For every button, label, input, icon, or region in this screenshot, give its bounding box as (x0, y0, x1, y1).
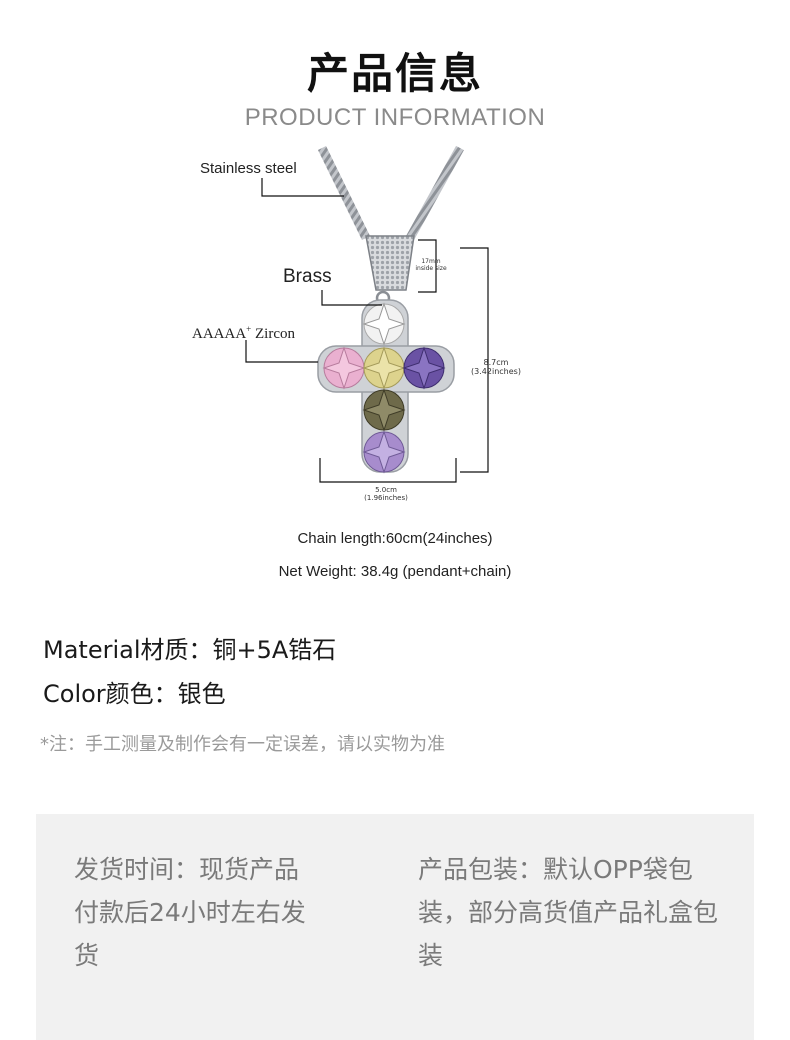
packaging-info: 产品包装：默认OPP袋包装，部分高货值产品礼盒包装 (418, 855, 719, 970)
width-value: 5.0cm (375, 486, 397, 494)
color-spec: Color颜色：银色 (43, 680, 226, 708)
zircon-stones (322, 302, 446, 474)
label-brass: Brass (283, 266, 332, 287)
height-inches: (3.42inches) (471, 367, 521, 376)
cross-pendant-illustration (245, 145, 489, 483)
label-zircon: AAAAA+ Zircon (192, 324, 295, 343)
height-label: 8.7cm (3.42inches) (466, 358, 526, 376)
net-weight: Net Weight: 38.4g (pendant+chain) (278, 563, 512, 580)
width-inches: (1.96inches) (364, 494, 408, 502)
bail-bracket (418, 239, 437, 293)
width-label: 5.0cm (1.96inches) (358, 486, 414, 502)
height-bracket (460, 247, 489, 473)
material-spec: Material材质：铜+5A锆石 (43, 636, 337, 664)
bail-size-value: 17mm (421, 258, 441, 265)
shipping-panel: 发货时间：现货产品付款后24小时左右发货 产品包装：默认OPP袋包装，部分高货值… (36, 814, 754, 1040)
product-image: Stainless steel Brass AAAAA+ Zircon 17mm… (170, 140, 630, 520)
measurement-note: *注：手工测量及制作会有一定误差，请以实物为准 (40, 734, 445, 755)
label-zircon-word: Zircon (251, 326, 295, 342)
label-stainless-steel: Stainless steel (200, 160, 297, 177)
label-zircon-grade: AAAAA (192, 326, 247, 342)
shipping-time: 发货时间：现货产品付款后24小时左右发货 (74, 855, 306, 970)
bail-size-label: 17mm inside size (406, 258, 456, 272)
height-value: 8.7cm (483, 358, 509, 367)
bail-size-note: inside size (415, 265, 447, 272)
leader-lines (245, 178, 382, 363)
bail (365, 235, 415, 291)
chain-length: Chain length:60cm(24inches) (297, 530, 493, 547)
chain-right (406, 145, 464, 241)
label-zircon-plus: + (246, 324, 252, 334)
width-bracket (319, 458, 457, 483)
chain-left (317, 146, 371, 240)
page-subtitle: PRODUCT INFORMATION (244, 104, 546, 131)
page-title: 产品信息 (306, 49, 483, 98)
